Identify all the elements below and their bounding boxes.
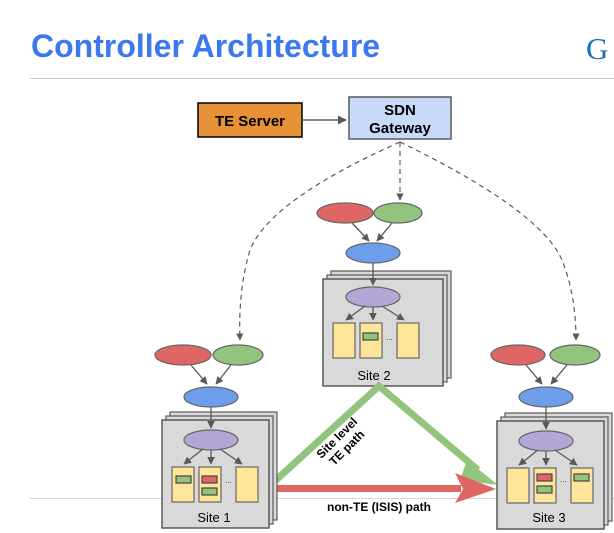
red-flow-entry xyxy=(201,475,218,484)
blue-node xyxy=(183,386,239,408)
switch-box xyxy=(235,466,259,503)
slide-title: Controller Architecture xyxy=(31,28,381,64)
site-2-label: Site 2 xyxy=(357,368,390,383)
non-te-path-label: non-TE (ISIS) path xyxy=(327,500,431,514)
switch-box xyxy=(171,466,195,503)
gateway-to-site1-link xyxy=(236,141,401,341)
sdn-gateway-node: SDN Gateway xyxy=(348,96,452,140)
switch-box xyxy=(396,322,420,359)
te-server-label: TE Server xyxy=(215,113,285,130)
switch-box xyxy=(570,467,594,504)
red-node xyxy=(154,344,212,366)
site-3-label: Site 3 xyxy=(532,510,565,525)
google-logo-letter: G xyxy=(586,31,609,66)
gateway-to-site3-link xyxy=(399,141,580,341)
sdn-gateway-label-line1: SDN xyxy=(384,102,416,119)
green-flow-entry xyxy=(536,485,553,494)
green-flow-entry xyxy=(175,475,192,484)
site-1-label: Site 1 xyxy=(197,510,230,525)
ellipsis: ... xyxy=(386,333,393,342)
green-flow-entry xyxy=(201,487,218,496)
site-2: ... Site 2 xyxy=(316,202,452,387)
green-node xyxy=(212,344,264,366)
red-node xyxy=(490,344,546,366)
blue-node xyxy=(518,386,574,408)
red-flow-entry xyxy=(536,473,553,482)
purple-node xyxy=(345,286,401,308)
green-node xyxy=(549,344,601,366)
switch-box xyxy=(506,467,530,504)
footer-divider xyxy=(30,498,614,499)
te-server-node: TE Server xyxy=(197,102,303,138)
site-1: ... Site 1 xyxy=(154,344,278,529)
green-flow-entry xyxy=(362,332,379,341)
purple-node xyxy=(518,430,574,452)
red-node xyxy=(316,202,374,224)
switch-box xyxy=(198,466,222,503)
blue-node xyxy=(345,242,401,264)
switch-box xyxy=(332,322,356,359)
ellipsis: ... xyxy=(225,476,232,485)
green-node xyxy=(373,202,423,224)
non-te-isis-path: non-TE (ISIS) path xyxy=(277,473,496,514)
site-level-te-path: Site level TE path xyxy=(273,381,498,485)
site-3: ... Site 3 xyxy=(490,344,613,530)
green-flow-entry xyxy=(573,473,590,482)
header-divider xyxy=(30,78,614,79)
purple-node xyxy=(183,429,239,451)
ellipsis: ... xyxy=(560,475,567,484)
sdn-gateway-label-line2: Gateway xyxy=(369,120,431,137)
